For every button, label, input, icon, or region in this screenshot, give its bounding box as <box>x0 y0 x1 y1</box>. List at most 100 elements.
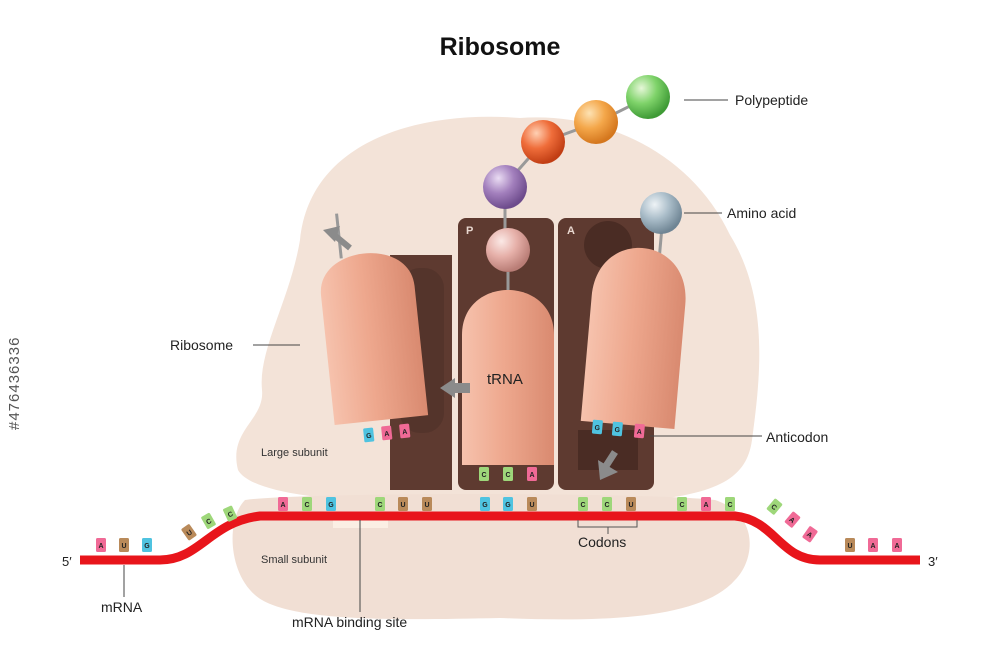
base-block <box>223 505 238 522</box>
anticodon-base: A <box>381 425 393 441</box>
mrna-base: U <box>181 524 197 541</box>
mrna-base: A <box>892 538 902 552</box>
large-subunit-label: Large subunit <box>261 447 328 459</box>
base-letter: U <box>847 543 852 550</box>
amino-bead-purple <box>483 165 527 209</box>
mrna-base: U <box>626 497 636 511</box>
base-letter: U <box>529 502 534 509</box>
small-subunit-label: Small subunit <box>261 554 327 566</box>
base-block <box>868 538 878 552</box>
base-block <box>611 421 623 437</box>
anticodon-base: A <box>633 423 645 439</box>
mrna-base: C <box>725 497 735 511</box>
base-letter: A <box>787 516 795 525</box>
trna-label: tRNA <box>487 371 523 388</box>
codons-label: Codons <box>578 534 626 550</box>
base-block <box>578 497 588 511</box>
mrna-binding-site-label: mRNA binding site <box>292 614 407 630</box>
base-letter: C <box>769 503 777 512</box>
mrna-base: C <box>766 498 783 515</box>
base-letter: A <box>384 431 390 438</box>
mrna-base: C <box>375 497 385 511</box>
polypeptide-label: Polypeptide <box>735 92 808 108</box>
mrna-base: C <box>223 505 238 522</box>
base-letter: C <box>727 502 732 509</box>
base-block <box>725 497 735 511</box>
ribosome-label: Ribosome <box>170 337 233 353</box>
base-block <box>602 497 612 511</box>
translocation-arrow-icon <box>440 378 470 398</box>
site-p-label: P <box>466 225 473 237</box>
base-letter: G <box>482 502 488 509</box>
base-block <box>96 538 106 552</box>
base-letter: A <box>280 502 285 509</box>
base-block <box>201 512 216 529</box>
mrna-base: G <box>142 538 152 552</box>
mrna-base: U <box>845 538 855 552</box>
mrna-base: U <box>527 497 537 511</box>
base-letter: G <box>614 427 621 434</box>
mrna-base: A <box>868 538 878 552</box>
mrna-base: C <box>302 497 312 511</box>
base-block <box>677 497 687 511</box>
base-block <box>181 524 197 541</box>
mrna-base: C <box>201 512 216 529</box>
base-letter: C <box>580 502 585 509</box>
base-letter: G <box>505 502 511 509</box>
mrna-base: G <box>503 497 513 511</box>
base-block <box>398 497 408 511</box>
base-letter: G <box>594 425 601 432</box>
base-letter: C <box>481 472 486 479</box>
base-letter: A <box>805 531 813 540</box>
base-letter: U <box>186 529 194 538</box>
base-letter: C <box>679 502 684 509</box>
base-letter: A <box>98 543 103 550</box>
mrna-base: C <box>602 497 612 511</box>
base-block <box>766 498 783 515</box>
base-block <box>503 467 513 481</box>
anticodon-base: G <box>591 419 603 435</box>
base-letter: U <box>424 502 429 509</box>
base-block <box>381 425 393 441</box>
base-letter: G <box>366 433 373 441</box>
base-block <box>142 538 152 552</box>
base-letter: U <box>400 502 405 509</box>
p-site-trna <box>462 272 554 465</box>
anticodon-base: C <box>503 467 513 481</box>
anticodon-base: C <box>479 467 489 481</box>
anticodon-base: A <box>399 423 411 439</box>
three-prime-label: 3′ <box>928 554 938 569</box>
mrna-base: C <box>578 497 588 511</box>
base-block <box>479 467 489 481</box>
incoming-arrow-icon <box>598 450 618 480</box>
mrna-strand <box>80 511 920 565</box>
anticodon-base: G <box>363 427 375 443</box>
base-letter: A <box>636 429 642 436</box>
base-letter: C <box>604 502 609 509</box>
amino-bead-pink <box>486 228 530 272</box>
base-block <box>892 538 902 552</box>
base-letter: U <box>628 502 633 509</box>
polypeptide-chain <box>483 75 682 272</box>
base-letter: C <box>505 472 510 479</box>
base-block <box>326 497 336 511</box>
mrna-base: C <box>677 497 687 511</box>
base-block <box>845 538 855 552</box>
mrna-label: mRNA <box>101 599 143 615</box>
base-block <box>399 423 411 439</box>
amino-bead-green <box>626 75 670 119</box>
base-block <box>527 497 537 511</box>
page-title: Ribosome <box>440 33 561 61</box>
a-site-trna <box>580 232 686 430</box>
base-block <box>802 526 818 543</box>
base-block <box>784 511 801 528</box>
anticodon-base: A <box>527 467 537 481</box>
base-block <box>527 467 537 481</box>
base-letter: G <box>144 543 150 550</box>
five-prime-label: 5′ <box>62 554 72 569</box>
base-letter: A <box>894 543 899 550</box>
base-letter: C <box>227 511 235 519</box>
base-letter: A <box>703 502 708 509</box>
